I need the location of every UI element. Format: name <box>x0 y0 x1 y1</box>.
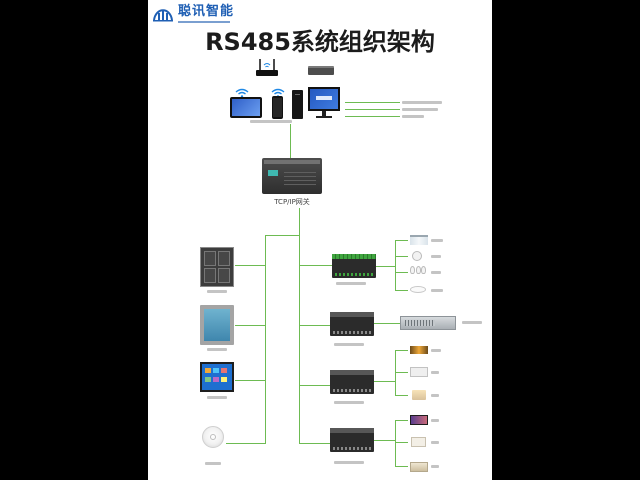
connector-line <box>395 350 408 351</box>
remote-caption <box>402 108 438 111</box>
connector-line <box>374 323 400 324</box>
wifi-icon <box>271 83 285 98</box>
connector-line <box>374 381 395 382</box>
bus-line <box>299 443 330 444</box>
ceiling-light-icon <box>410 286 426 293</box>
bus-line <box>265 235 300 236</box>
endpoint-caption <box>431 255 441 258</box>
connector-line <box>395 442 408 443</box>
ceiling-lamp-icon <box>410 367 428 377</box>
clients-caption <box>250 120 292 123</box>
smoke-detector-icon <box>202 426 224 448</box>
gateway-label: TCP/IP网关 <box>274 198 310 206</box>
connector-line <box>395 466 408 467</box>
connector-line <box>395 240 396 291</box>
monitor-icon <box>308 87 340 111</box>
switch-panel-icon <box>200 247 234 287</box>
bus-line <box>299 325 330 326</box>
diagram-title: RS485系统组织架构 <box>205 28 435 56</box>
relay-module-icon <box>330 428 374 452</box>
fan-coil-icon <box>400 316 456 330</box>
endpoint-caption <box>462 321 482 324</box>
connector-line <box>374 440 395 441</box>
endpoint-caption <box>431 349 441 352</box>
tv-icon <box>410 415 428 425</box>
endpoint-caption <box>431 271 441 274</box>
panel-lamp-icon <box>412 390 426 400</box>
bus-line <box>299 208 300 235</box>
bus-line <box>226 443 265 444</box>
monitor-base <box>316 116 332 118</box>
module-caption <box>336 282 366 285</box>
bulbs-icon <box>410 266 426 278</box>
brand-subline <box>178 21 230 23</box>
touch-screen-caption <box>207 396 227 399</box>
curtain-icon <box>410 235 428 245</box>
desktop-tower-icon <box>292 90 303 119</box>
endpoint-caption <box>431 371 439 374</box>
bus-line <box>235 325 265 326</box>
connector-line <box>395 420 396 467</box>
endpoint-caption <box>431 465 439 468</box>
endpoint-caption <box>431 289 443 292</box>
socket-icon <box>411 437 426 447</box>
bus-line <box>235 265 265 266</box>
bus-line <box>299 385 330 386</box>
touch-screen-icon <box>200 362 234 392</box>
connector-line <box>395 290 408 291</box>
bulb-icon <box>412 251 422 261</box>
endpoint-caption <box>431 419 439 422</box>
connector-line <box>395 420 408 421</box>
switch-panel-caption <box>207 290 227 293</box>
phone-icon <box>272 96 283 119</box>
connector-line <box>395 350 396 396</box>
connector-line <box>395 256 408 257</box>
endpoint-caption <box>431 239 443 242</box>
connector-line <box>345 109 400 110</box>
connector-line <box>376 266 395 267</box>
connector-line <box>290 124 291 158</box>
endpoint-caption <box>431 441 439 444</box>
brand-name: 聪讯智能 <box>178 4 235 19</box>
connector-line <box>395 372 408 373</box>
remote-caption <box>402 115 424 118</box>
connector-line <box>345 102 400 103</box>
endpoint-caption <box>431 394 439 397</box>
connector-line <box>395 240 408 241</box>
dimmer-module-icon <box>330 370 374 394</box>
remote-caption <box>402 101 442 104</box>
hvac-module-icon <box>330 312 374 336</box>
module-caption <box>334 343 364 346</box>
bus-line <box>299 235 300 444</box>
touch-panel-caption <box>207 348 227 351</box>
heater-icon <box>410 462 428 472</box>
router-icon <box>255 56 279 78</box>
module-caption <box>334 401 364 404</box>
monitor-stand <box>322 111 326 116</box>
bus-line <box>265 235 266 444</box>
wifi-icon <box>235 83 249 98</box>
touch-panel-icon <box>200 305 234 345</box>
connector-line <box>345 116 400 117</box>
io-module-icon <box>332 254 376 278</box>
gateway-icon <box>262 158 322 194</box>
module-caption <box>334 461 364 464</box>
smoke-detector-caption <box>205 462 221 465</box>
bus-line <box>235 380 265 381</box>
network-switch-icon <box>308 66 334 75</box>
light-strip-icon <box>410 346 428 354</box>
connector-line <box>395 272 408 273</box>
tablet-icon <box>230 97 262 118</box>
bus-line <box>299 265 332 266</box>
building-logo-icon <box>152 4 174 22</box>
connector-line <box>395 395 408 396</box>
